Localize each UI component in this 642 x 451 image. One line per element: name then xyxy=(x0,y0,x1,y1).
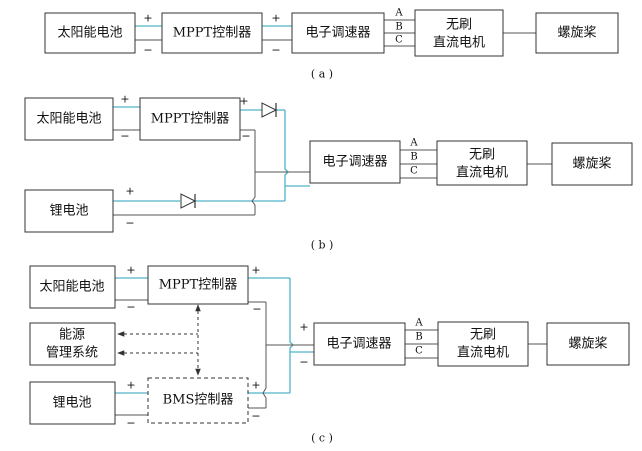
mppt-controller-label: MPPT控制器 xyxy=(159,278,237,293)
mppt-controller-block xyxy=(161,12,263,54)
lithium-battery-block xyxy=(29,381,116,425)
plus-sign: + xyxy=(251,264,260,277)
bldc-motor-label-line1: 无刷 xyxy=(470,328,496,343)
bldc-motor-block xyxy=(414,9,504,57)
minus-sign: − xyxy=(126,301,135,314)
lithium-battery-label: 锂电池 xyxy=(49,204,88,219)
minus-sign: − xyxy=(125,217,134,230)
plus-sign: + xyxy=(271,12,280,25)
propeller-label: 螺旋桨 xyxy=(557,25,596,41)
ems-label-line1: 能源 xyxy=(59,328,85,343)
bldc-motor-block xyxy=(437,321,529,367)
propeller-label: 螺旋桨 xyxy=(572,156,611,172)
phase-c-label: C xyxy=(395,35,403,46)
ems-label-line2: 管理系统 xyxy=(46,346,98,361)
phase-b-label: B xyxy=(415,332,422,343)
propeller-block xyxy=(535,12,619,54)
diagram-a: 太阳能电池 MPPT控制器 电子调速器 无刷 直流电机 螺旋桨 + − + − … xyxy=(44,8,619,81)
lithium-battery-block xyxy=(24,189,114,233)
bldc-motor-label-line1: 无刷 xyxy=(446,18,472,33)
phase-c-label: C xyxy=(410,166,418,177)
phase-b-label: B xyxy=(395,22,402,33)
caption-c: ( c ) xyxy=(311,432,333,445)
diagram-c: 太阳能电池 MPPT控制器 能源 管理系统 锂电池 BMS控制器 电子调速器 无… xyxy=(29,264,630,445)
minus-sign: − xyxy=(241,130,250,143)
caption-b: ( b ) xyxy=(311,239,334,252)
bldc-motor-label-line2: 直流电机 xyxy=(433,36,485,51)
solar-cell-block xyxy=(44,12,136,54)
esc-block xyxy=(291,12,385,54)
bms-controller-block xyxy=(147,377,249,424)
bms-controller-label: BMS控制器 xyxy=(163,393,234,408)
esc-label: 电子调速器 xyxy=(322,155,387,170)
phase-c-label: C xyxy=(415,346,423,357)
minus-sign: − xyxy=(251,410,260,423)
esc-label: 电子调速器 xyxy=(305,26,370,41)
solar-cell-label: 太阳能电池 xyxy=(39,280,104,295)
mppt-controller-label: MPPT控制器 xyxy=(151,112,229,127)
plus-sign: + xyxy=(120,93,129,106)
diode-icon xyxy=(261,102,278,118)
ems-block xyxy=(29,322,116,366)
mppt-controller-block xyxy=(139,97,241,141)
bldc-motor-block xyxy=(436,140,528,186)
diode-icon xyxy=(180,193,197,209)
phase-a-label: A xyxy=(414,318,423,329)
minus-sign: − xyxy=(126,417,135,430)
phase-b-label: B xyxy=(410,152,417,163)
mppt-controller-label: MPPT控制器 xyxy=(173,26,251,41)
minus-sign: − xyxy=(299,356,308,369)
diagram-b: 太阳能电池 MPPT控制器 锂电池 电子调速器 无刷 直流电机 螺旋桨 + − … xyxy=(24,93,633,252)
plus-sign: + xyxy=(125,185,134,198)
plus-sign: + xyxy=(239,95,248,108)
minus-sign: − xyxy=(143,44,152,57)
esc-block xyxy=(309,140,401,184)
solar-cell-block xyxy=(29,265,116,309)
bldc-motor-label-line1: 无刷 xyxy=(469,148,495,163)
bldc-motor-label-line2: 直流电机 xyxy=(457,346,509,361)
minus-sign: − xyxy=(252,303,261,316)
phase-a-label: A xyxy=(409,138,418,149)
plus-sign: + xyxy=(143,12,152,25)
solar-cell-block xyxy=(24,97,114,141)
propeller-block xyxy=(546,322,630,366)
esc-label: 电子调速器 xyxy=(326,337,391,352)
propeller-block xyxy=(551,142,633,186)
lithium-battery-label: 锂电池 xyxy=(52,396,91,411)
plus-sign: + xyxy=(299,321,308,334)
solar-cell-label: 太阳能电池 xyxy=(57,26,122,41)
propeller-label: 螺旋桨 xyxy=(568,336,607,352)
minus-sign: − xyxy=(120,130,129,143)
minus-sign: − xyxy=(271,44,280,57)
plus-sign: + xyxy=(251,379,260,392)
solar-cell-label: 太阳能电池 xyxy=(36,112,101,127)
plus-sign: + xyxy=(126,379,135,392)
phase-a-label: A xyxy=(394,8,403,19)
mppt-controller-block xyxy=(147,265,249,305)
esc-block xyxy=(313,322,406,366)
caption-a: ( a ) xyxy=(311,68,333,81)
plus-sign: + xyxy=(126,264,135,277)
bldc-motor-label-line2: 直流电机 xyxy=(456,166,508,181)
